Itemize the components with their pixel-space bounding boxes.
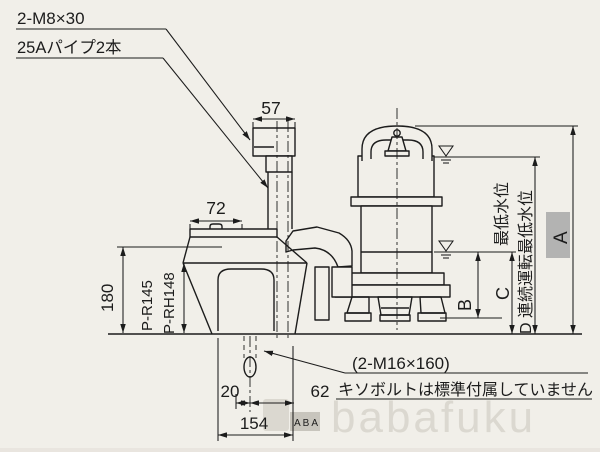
bracket-lug xyxy=(331,266,353,298)
stand-top-slab xyxy=(189,228,278,238)
dim-pr145-label: P-R145 xyxy=(139,280,156,331)
dim-57-label: 57 xyxy=(261,98,280,118)
stand-bucket-right xyxy=(294,262,308,335)
watermark-text: babafuku xyxy=(331,393,536,442)
pump-flange-ring xyxy=(350,196,443,207)
callout-leaders xyxy=(16,28,269,189)
dim-a-label: A xyxy=(551,231,572,244)
callout-pipe-leader xyxy=(162,57,269,189)
dim-a-highlight xyxy=(546,212,570,258)
callout-pipe-label: 25Aパイプ2本 xyxy=(17,38,122,57)
min-water-level-label: 最低水位 xyxy=(493,182,511,246)
annotations: 2-M8×30 25Aパイプ2本 57 72 180 P-R145 P-RH14… xyxy=(17,9,593,433)
center-lines xyxy=(249,108,398,412)
anchor-callout-leader xyxy=(263,350,346,374)
reference-lines xyxy=(415,125,578,319)
dimension-lines xyxy=(117,116,592,441)
dim-62-label: 62 xyxy=(311,382,330,401)
pump-suction-lip xyxy=(379,314,411,322)
watermark: ABA babafuku xyxy=(263,393,536,442)
stand-right-slant xyxy=(276,236,308,264)
dim-d-label: D 連続運転最低水位 xyxy=(517,190,535,334)
pump-volute-band xyxy=(346,272,445,286)
paper-bottom-edge xyxy=(0,448,600,452)
water-level-2-triangle-icon xyxy=(437,240,455,252)
stand-inner-wall xyxy=(217,268,275,331)
water-level-1 xyxy=(437,145,455,164)
water-level-2 xyxy=(437,240,455,259)
dim-prh148-label: P-RH148 xyxy=(161,272,178,334)
pump-right-foot xyxy=(417,312,447,322)
bracket-hook xyxy=(285,226,353,268)
watermark-logo-mark xyxy=(263,399,289,431)
pipe-top-cap xyxy=(252,127,296,157)
anchor-bolt-spec: (2-M16×160) xyxy=(352,354,450,373)
bracket-guide-bar xyxy=(314,266,330,321)
stand-bolt-bump xyxy=(209,223,223,229)
callout-bolt-leader xyxy=(165,28,251,141)
dim-b-label: B xyxy=(455,299,475,311)
stand-bucket-left xyxy=(182,262,213,335)
guide-bracket xyxy=(285,226,353,321)
dim-180-label: 180 xyxy=(98,284,117,312)
callout-bolt-label: 2-M8×30 xyxy=(17,9,85,28)
pump-motor-body xyxy=(357,155,435,198)
dim-154-label: 154 xyxy=(240,414,268,433)
stand-left-slant xyxy=(182,236,191,264)
dim-72-label: 72 xyxy=(206,198,225,218)
watermark-logo-text: ABA xyxy=(294,418,320,429)
pipe-coupling xyxy=(265,155,293,173)
dim-20-label: 20 xyxy=(221,382,240,401)
pump-left-foot xyxy=(344,312,372,322)
water-level-1-triangle-icon xyxy=(437,145,455,157)
pump-casing-upper xyxy=(360,205,433,274)
watermark-logo-box xyxy=(290,412,320,431)
dim-c-label: C xyxy=(493,287,513,300)
anchor-bolt-note: キソボルトは標準付属していません xyxy=(338,381,593,399)
